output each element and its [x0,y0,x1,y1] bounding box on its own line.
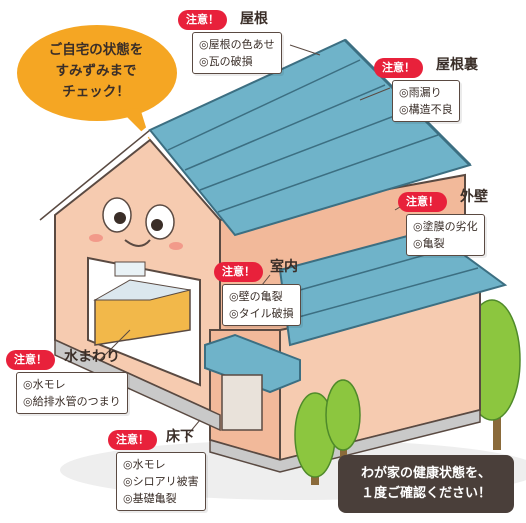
exterior-item-2: ◎亀裂 [413,237,445,250]
attic-title: 屋根裏 [436,57,478,73]
porch [204,333,301,431]
speech-line-3: チェック！ [62,84,130,100]
footer-note: わが家の健康状態を、 １度ご確認ください！ [338,455,514,513]
warning-badge-plumbing: 注意！ [6,350,55,370]
underfloor-item-2: ◎シロアリ被害 [123,475,199,488]
plumbing-title: 水まわり [64,349,120,365]
plumbing-item-1: ◎水モレ [23,378,66,391]
plumbing-callout: ◎水モレ ◎給排水管のつまり [16,372,128,414]
footer-line-2: １度ご確認ください！ [360,486,491,501]
roof-item-1: ◎屋根の色あせ [199,38,275,51]
footer-line-1: わが家の健康状態を、 [360,466,491,481]
warning-badge-underfloor: 注意！ [108,430,157,450]
underfloor-item-1: ◎水モレ [123,458,166,471]
house-face [89,197,183,250]
underfloor-item-3: ◎基礎亀裂 [123,492,177,505]
tree-front [294,379,361,485]
plumbing-item-2: ◎給排水管のつまり [23,395,121,408]
underfloor-title: 床下 [166,429,194,445]
underfloor-callout: ◎水モレ ◎シロアリ被害 ◎基礎亀裂 [116,452,206,511]
warning-badge-roof: 注意！ [178,10,227,30]
exterior-title: 外壁 [460,189,488,205]
speech-line-2: すみずみまで [55,63,137,79]
warning-badge-attic: 注意！ [374,58,423,78]
kitchen-cutaway [87,256,201,387]
warning-badge-exterior: 注意！ [398,192,447,212]
attic-item-1: ◎雨漏り [399,86,442,99]
warning-badge-interior: 注意！ [214,262,263,282]
interior-item-2: ◎タイル破損 [229,307,294,320]
roof-item-2: ◎瓦の破損 [199,55,253,68]
attic-callout: ◎雨漏り ◎構造不良 [392,80,460,122]
interior-title: 室内 [270,259,298,275]
roof-title: 屋根 [240,11,268,27]
attic-item-2: ◎構造不良 [399,103,453,116]
interior-item-1: ◎壁の亀裂 [229,290,283,303]
exterior-item-1: ◎塗膜の劣化 [413,220,478,233]
speech-line-1: ご自宅の状態を [48,42,144,58]
speech-bubble-text: ご自宅の状態を すみずみまで チェック！ [26,40,166,103]
interior-callout: ◎壁の亀裂 ◎タイル破損 [222,284,301,326]
roof-callout: ◎屋根の色あせ ◎瓦の破損 [192,32,282,74]
exterior-callout: ◎塗膜の劣化 ◎亀裂 [406,214,485,256]
